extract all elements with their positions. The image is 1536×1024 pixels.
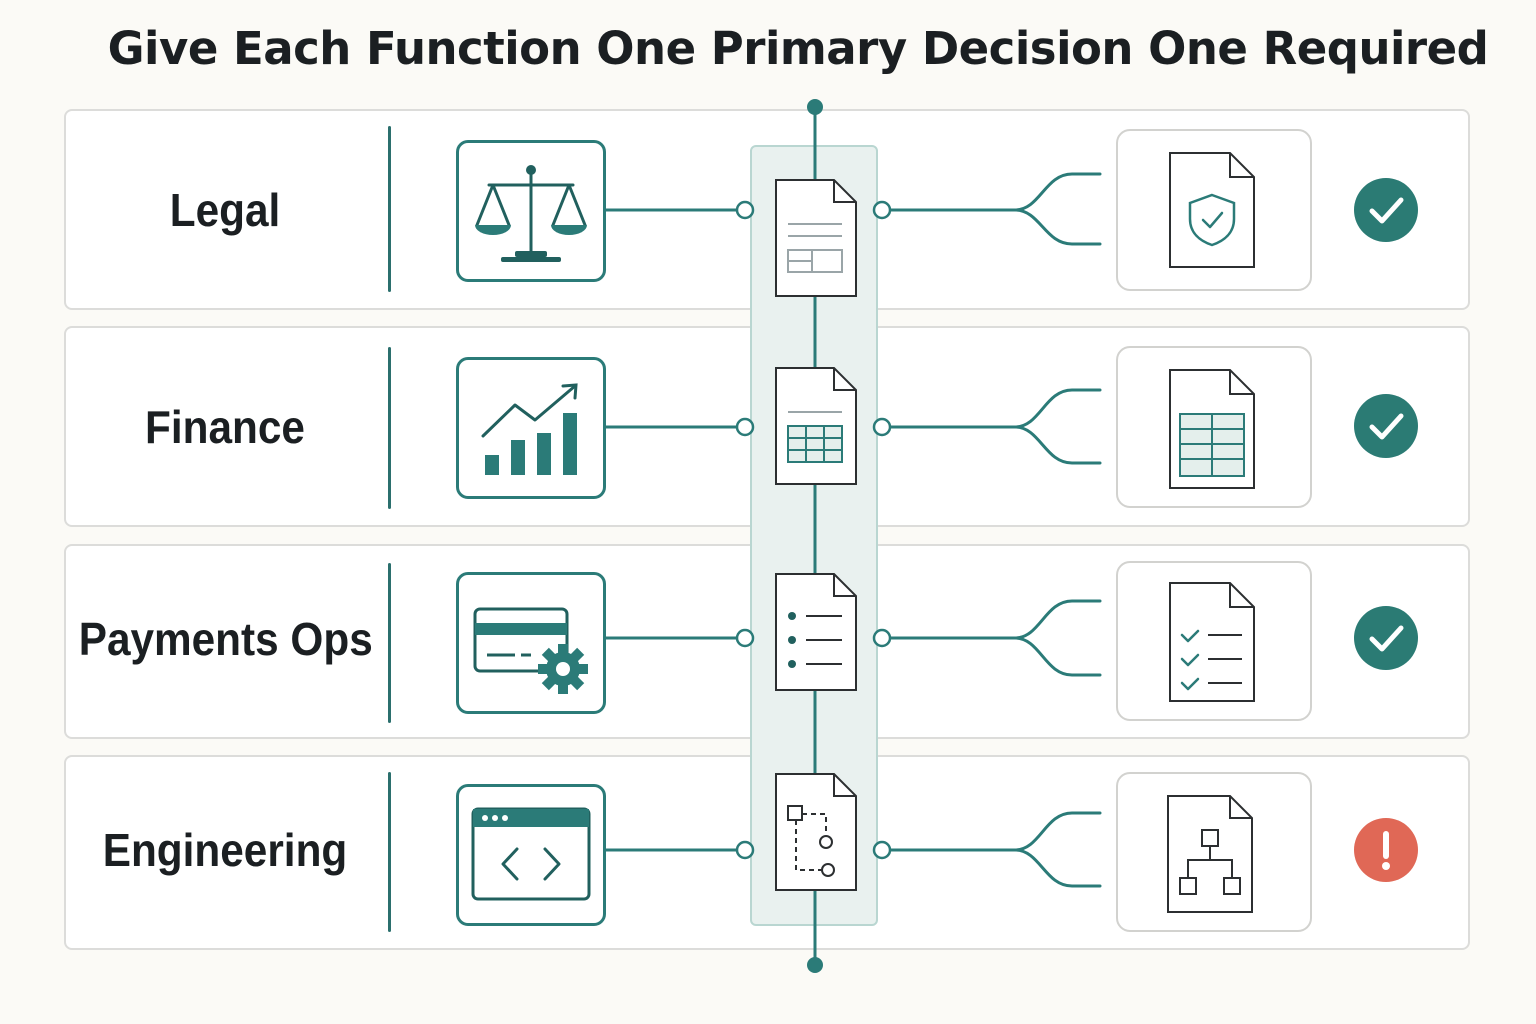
function-icon-box-engineering bbox=[456, 784, 606, 926]
status-warning-engineering bbox=[1354, 818, 1418, 882]
function-label-payments-ops: Payments Ops bbox=[78, 613, 373, 665]
code-window-icon bbox=[471, 807, 591, 901]
diagram-title: Give Each Function One Primary Decision … bbox=[107, 22, 1489, 75]
row-divider bbox=[388, 126, 391, 292]
bar-chart-trend-icon bbox=[481, 383, 578, 475]
exclamation-icon bbox=[1382, 831, 1390, 870]
row-divider bbox=[388, 563, 391, 723]
scales-icon bbox=[475, 165, 587, 262]
function-label-finance: Finance bbox=[145, 401, 305, 453]
function-icon-box-payments-ops bbox=[456, 572, 606, 714]
card-gear-icon bbox=[473, 607, 588, 694]
output-box-payments-ops bbox=[1116, 561, 1312, 721]
decision-doc-finance bbox=[774, 366, 858, 486]
decision-doc-engineering bbox=[774, 772, 858, 892]
row-divider bbox=[388, 772, 391, 932]
status-complete-finance bbox=[1354, 394, 1418, 458]
output-box-legal bbox=[1116, 129, 1312, 291]
check-icon bbox=[1369, 413, 1404, 440]
check-icon bbox=[1369, 625, 1404, 652]
decision-doc-payments-ops bbox=[774, 572, 858, 692]
checklist-document-icon bbox=[1169, 582, 1255, 702]
function-label-legal: Legal bbox=[169, 184, 281, 236]
status-complete-payments-ops bbox=[1354, 606, 1418, 670]
table-document-icon bbox=[1169, 369, 1255, 489]
output-box-engineering bbox=[1116, 772, 1312, 932]
list-document-icon bbox=[775, 573, 857, 691]
shield-check-document-icon bbox=[1169, 152, 1255, 268]
function-label-engineering: Engineering bbox=[102, 824, 348, 876]
status-complete-legal bbox=[1354, 178, 1418, 242]
decision-doc-legal bbox=[774, 178, 858, 298]
flow-document-icon bbox=[775, 773, 857, 891]
form-document-icon bbox=[775, 179, 857, 297]
function-icon-box-finance bbox=[456, 357, 606, 499]
output-box-finance bbox=[1116, 346, 1312, 508]
function-icon-box-legal bbox=[456, 140, 606, 282]
row-divider bbox=[388, 347, 391, 509]
check-icon bbox=[1369, 197, 1404, 224]
hierarchy-document-icon bbox=[1167, 795, 1253, 913]
spreadsheet-document-icon bbox=[775, 367, 857, 485]
